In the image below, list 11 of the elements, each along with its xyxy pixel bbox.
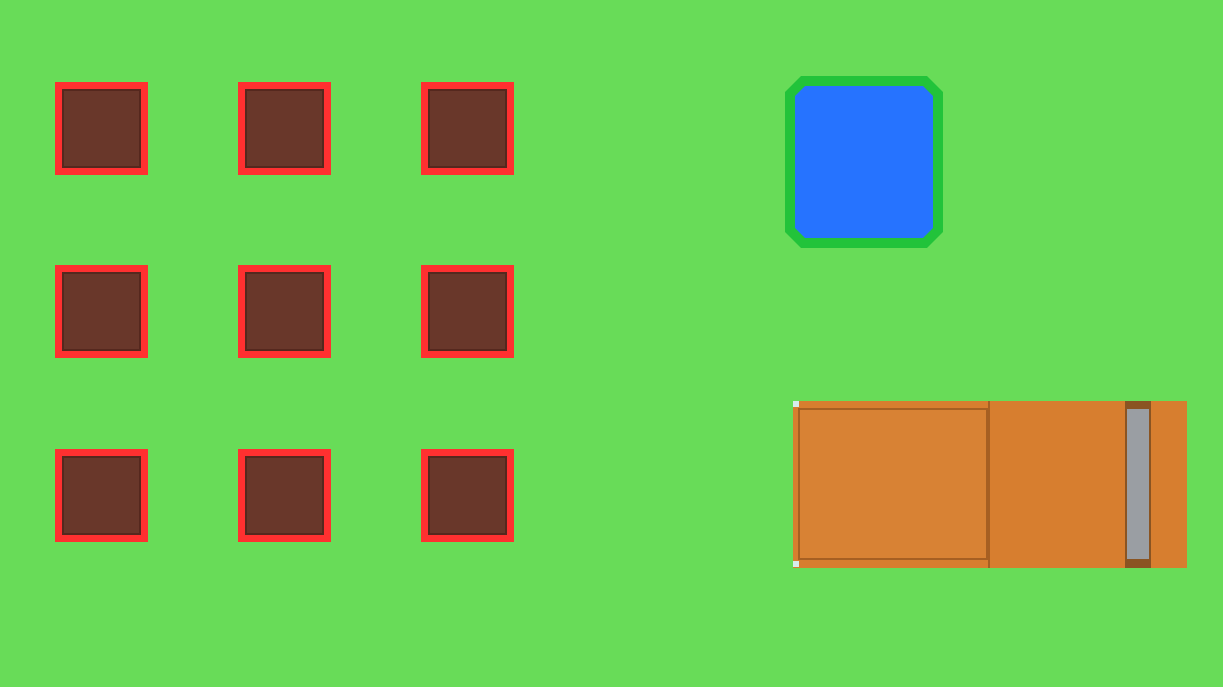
soil-plot <box>238 82 331 175</box>
trailer-drawing <box>793 401 1187 568</box>
pond <box>785 76 943 248</box>
soil-plot <box>238 449 331 542</box>
soil-plot <box>421 449 514 542</box>
soil-plot <box>238 265 331 358</box>
soil-plot <box>55 82 148 175</box>
soil-plot <box>421 82 514 175</box>
soil-plot <box>421 265 514 358</box>
soil-plot <box>55 265 148 358</box>
soil-plot <box>55 449 148 542</box>
